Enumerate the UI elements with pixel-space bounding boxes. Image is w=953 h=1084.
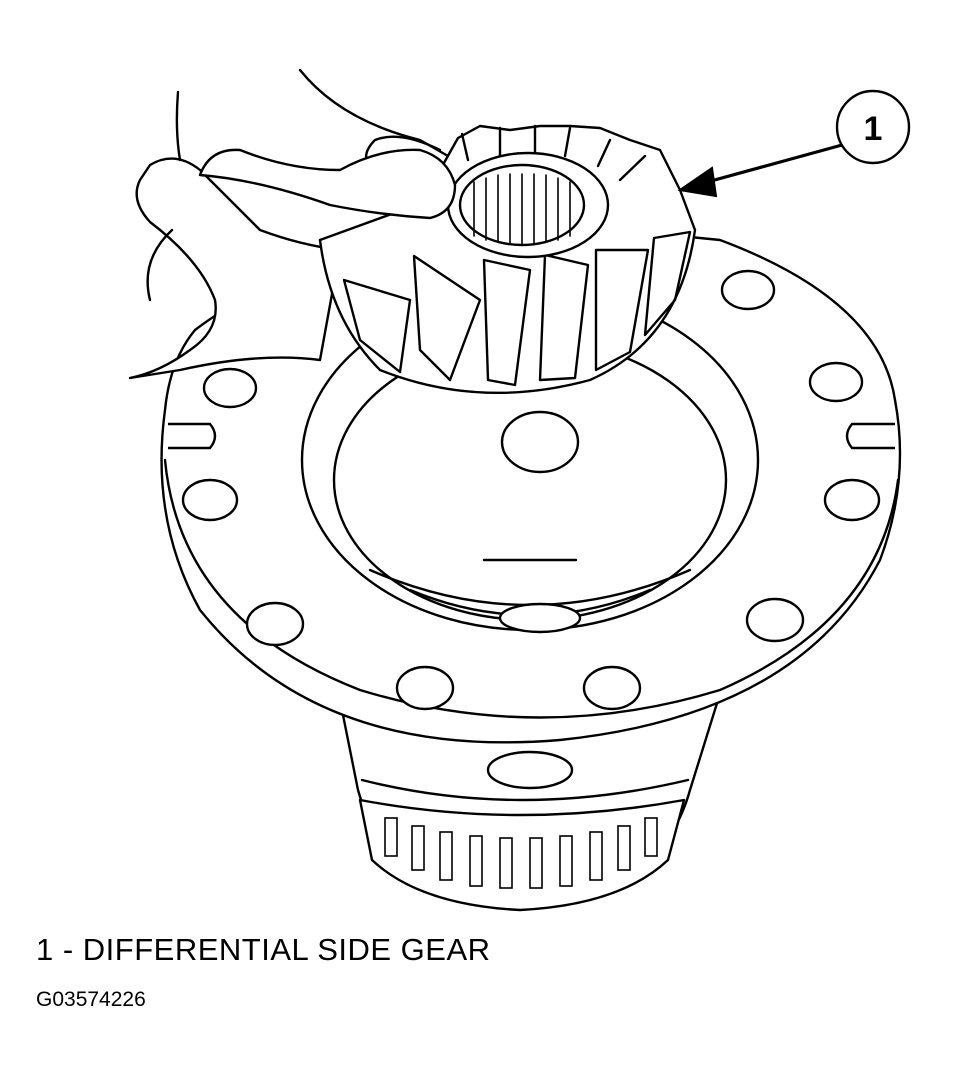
flange-slots: [168, 422, 895, 450]
bearing-rollers: [358, 798, 686, 912]
flange-bolt-holes: [181, 269, 881, 711]
callout-number: 1: [864, 110, 883, 148]
differential-side-gear: [318, 124, 697, 394]
technician-thumb: [198, 148, 457, 220]
callout-leader-line: [698, 143, 844, 186]
differential-case-illustration: 1: [128, 68, 911, 912]
cross-shaft-bore: [500, 410, 580, 474]
callout-1: 1: [677, 89, 911, 198]
callout-circle: [835, 89, 911, 165]
legend-entry-1: 1 - DIFFERENTIAL SIDE GEAR: [36, 932, 491, 967]
hub-window: [486, 750, 574, 790]
callout-arrowhead: [677, 166, 718, 198]
figure-id: G03574226: [36, 988, 146, 1011]
pinion-shaft-hole: [498, 602, 582, 634]
